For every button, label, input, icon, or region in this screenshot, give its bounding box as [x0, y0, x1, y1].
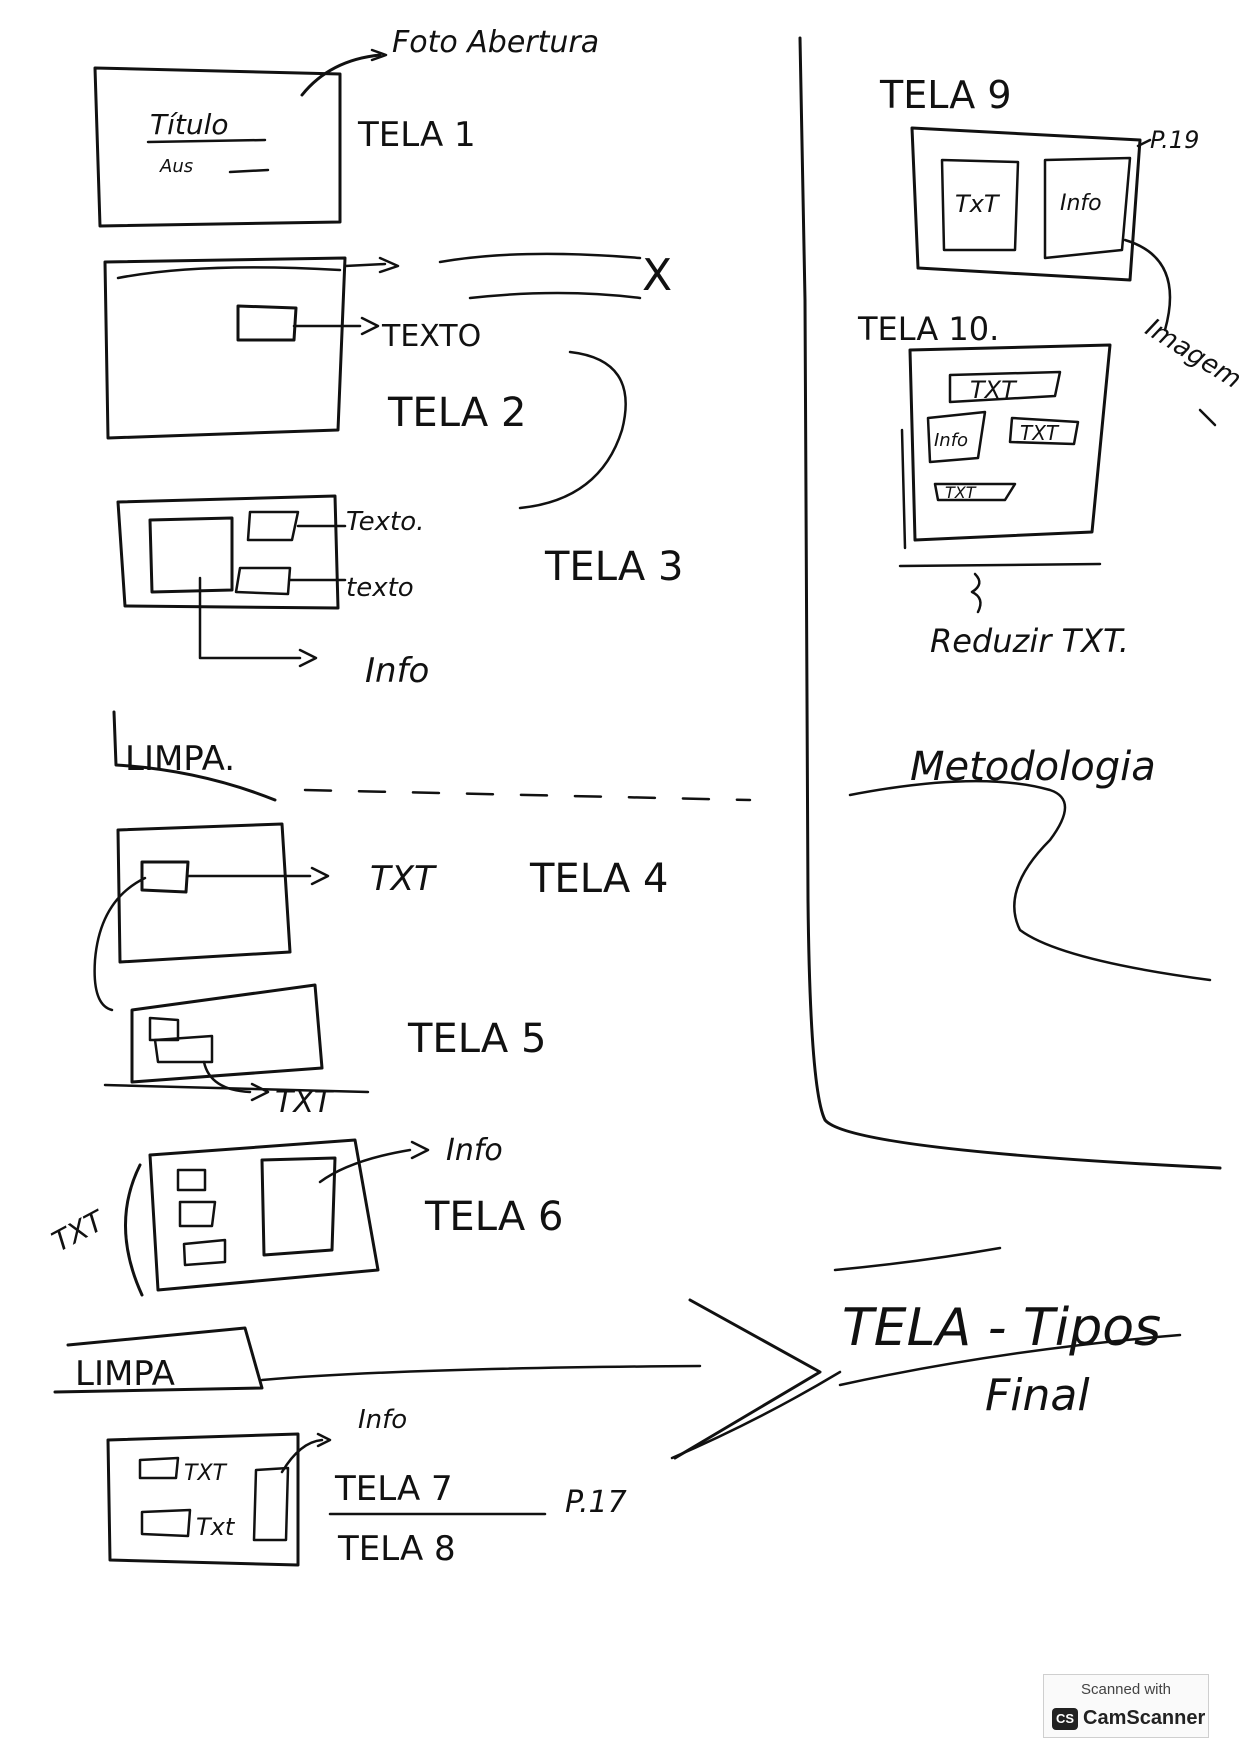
tela3-text-b: texto [346, 573, 414, 603]
tela7-info: Info [358, 1405, 407, 1435]
tela3-info: Info [365, 651, 429, 691]
tela7-label: TELA 7 [334, 1469, 453, 1509]
tela2-sketch: X TEXTO TELA 2 [103, 250, 672, 510]
tela4-arrow: TXT [370, 859, 437, 899]
tela5-sketch: TXT TELA 5 [103, 983, 546, 1120]
tela6-label: TELA 6 [424, 1194, 563, 1240]
tela6-left: TXT [47, 1203, 111, 1258]
camscanner-logo-icon: CS [1052, 1708, 1078, 1730]
tela3-label: TELA 3 [544, 544, 683, 590]
limpa1-marker: LIMPA. [112, 710, 752, 802]
final-label: Final [985, 1370, 1090, 1421]
tela10-txt-c: TXT [945, 483, 977, 502]
tela9-label: TELA 9 [879, 73, 1012, 117]
tela3-text-a: Texto. [346, 507, 424, 537]
tela10-txt-b: TXT [1020, 421, 1060, 445]
badge-top-text: Scanned with [1080, 1681, 1172, 1698]
tela10-info: Info [934, 430, 968, 451]
tela2-mark: X [642, 250, 672, 301]
tela3-sketch: Texto. texto TELA 3 Info [116, 494, 683, 691]
final-arrow [673, 1298, 822, 1460]
tela10-label: TELA 10. [857, 310, 999, 348]
tela7-8-sketch: TXT Txt Info TELA 7 P.17 TELA 8 [106, 1370, 842, 1569]
tela8-label: TELA 8 [337, 1529, 456, 1569]
tela-tipos-label: TELA - Tipos [842, 1298, 1161, 1358]
tela5-label: TELA 5 [407, 1016, 546, 1062]
tela1-author: Aus [159, 156, 193, 177]
tela10-reduce: Reduzir TXT. [930, 622, 1129, 660]
tela9-page: P.19 [1150, 126, 1199, 154]
tela-tipos-section: TELA - Tipos Final [833, 1246, 1182, 1421]
tela7-page: P.17 [565, 1485, 627, 1520]
tela10-sketch: TELA 10. TXT Info TXT TXT Reduzir TXT. [857, 310, 1129, 660]
tela4-sketch: TXT TELA 4 [93, 822, 668, 1012]
tela10-txt-a: TXT [970, 376, 1018, 404]
tela1-arrow-label: Foto Abertura [392, 25, 599, 60]
tela5-arrow: TXT [275, 1085, 335, 1120]
tela7-txt-a: TXT [184, 1461, 228, 1486]
limpa2-marker: LIMPA [53, 1326, 702, 1394]
tela4-label: TELA 4 [529, 856, 668, 902]
tela1-label: TELA 1 [357, 115, 476, 155]
tela7-txt-b: Txt [196, 1513, 236, 1541]
tela1-sketch: Foto Abertura Título Aus TELA 1 [93, 25, 599, 228]
tela2-arrow-text: TEXTO [381, 319, 481, 354]
camscanner-watermark: Scanned with CS CamScanner [1043, 1674, 1209, 1738]
tela2-label: TELA 2 [387, 390, 526, 436]
tela6-info: Info [446, 1133, 503, 1168]
tela9-info: Info [1060, 191, 1102, 216]
right-column-divider [798, 36, 1222, 1170]
limpa2-label: LIMPA [75, 1354, 175, 1394]
tela1-title: Título [150, 108, 229, 141]
limpa1-label: LIMPA. [125, 739, 235, 779]
tela9-txt: TxT [955, 190, 1001, 218]
metodologia-section: Metodologia [848, 744, 1212, 982]
tela9-side: Imagem [1140, 313, 1240, 395]
tela6-sketch: TXT Info TELA 6 [47, 1133, 563, 1297]
badge-brand-name: CamScanner [1083, 1707, 1206, 1729]
